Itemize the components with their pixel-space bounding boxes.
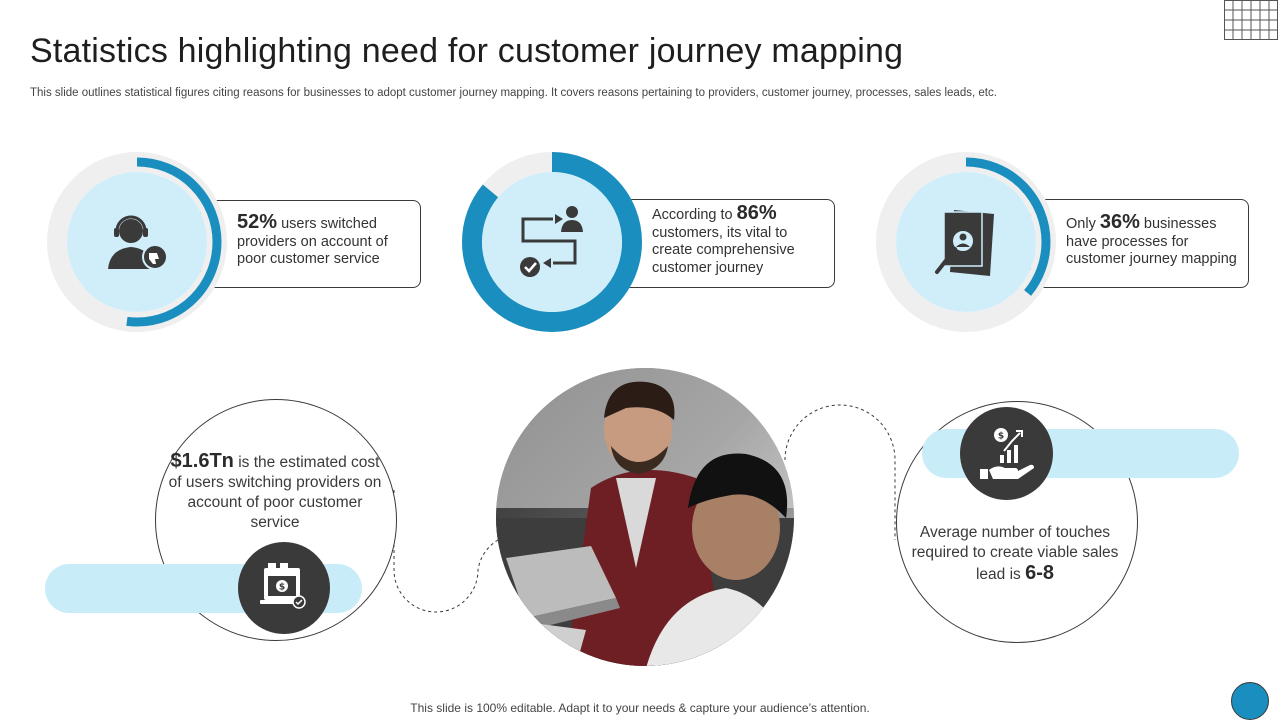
stat-card-2 (616, 199, 835, 288)
footer-note: This slide is 100% editable. Adapt it to… (410, 701, 870, 715)
stat-desc-3: businesses have processes for customer j… (1066, 216, 1237, 267)
cost-desc: is the estimated cost of users switching… (168, 454, 382, 531)
cost-value: $1.6Tn (170, 450, 234, 472)
page-title: Statistics highlighting need for custome… (30, 32, 904, 70)
stat-value-2: 86% (736, 202, 777, 224)
touches-icon-circle (960, 407, 1053, 500)
touches-value: 6-8 (1025, 562, 1055, 584)
hand-growth-icon: $ (980, 428, 1034, 479)
stat-prefix-2: According to (652, 207, 733, 223)
touches-text: Average number of touches required to cr… (910, 523, 1120, 585)
grid-icon (1224, 0, 1278, 40)
touches-desc: Average number of touches required to cr… (911, 524, 1119, 583)
stat-card-3 (1030, 199, 1249, 288)
process-flow-icon (520, 206, 583, 277)
cost-text: $1.6Tn is the estimated cost of users sw… (165, 451, 385, 533)
support-agent-thumbs-down-icon (108, 215, 168, 270)
stat-text-1: 52% users switched providers on account … (237, 211, 417, 269)
stat-text-3: Only 36% businesses have processes for c… (1066, 211, 1242, 269)
stat-text-2: According to 86% customers, its vital to… (652, 202, 822, 277)
progress-ring-1 (47, 152, 227, 332)
stat-desc-1: users switched providers on account of p… (237, 216, 388, 267)
dashed-connector (393, 404, 896, 613)
corner-dot (1231, 682, 1269, 720)
svg-text:$: $ (998, 432, 1004, 442)
stat-value-3: 36% (1099, 211, 1140, 233)
stat-value-1: 52% (237, 211, 278, 233)
money-laptop-icon: $ (260, 563, 306, 609)
stat-prefix-3: Only (1066, 216, 1096, 232)
profile-search-icon (935, 210, 994, 276)
svg-text:$: $ (279, 583, 285, 593)
page-subtitle: This slide outlines statistical figures … (30, 87, 997, 99)
stat-desc-2: customers, its vital to create comprehen… (652, 224, 795, 276)
people-working-on-laptops-photo (496, 368, 794, 666)
